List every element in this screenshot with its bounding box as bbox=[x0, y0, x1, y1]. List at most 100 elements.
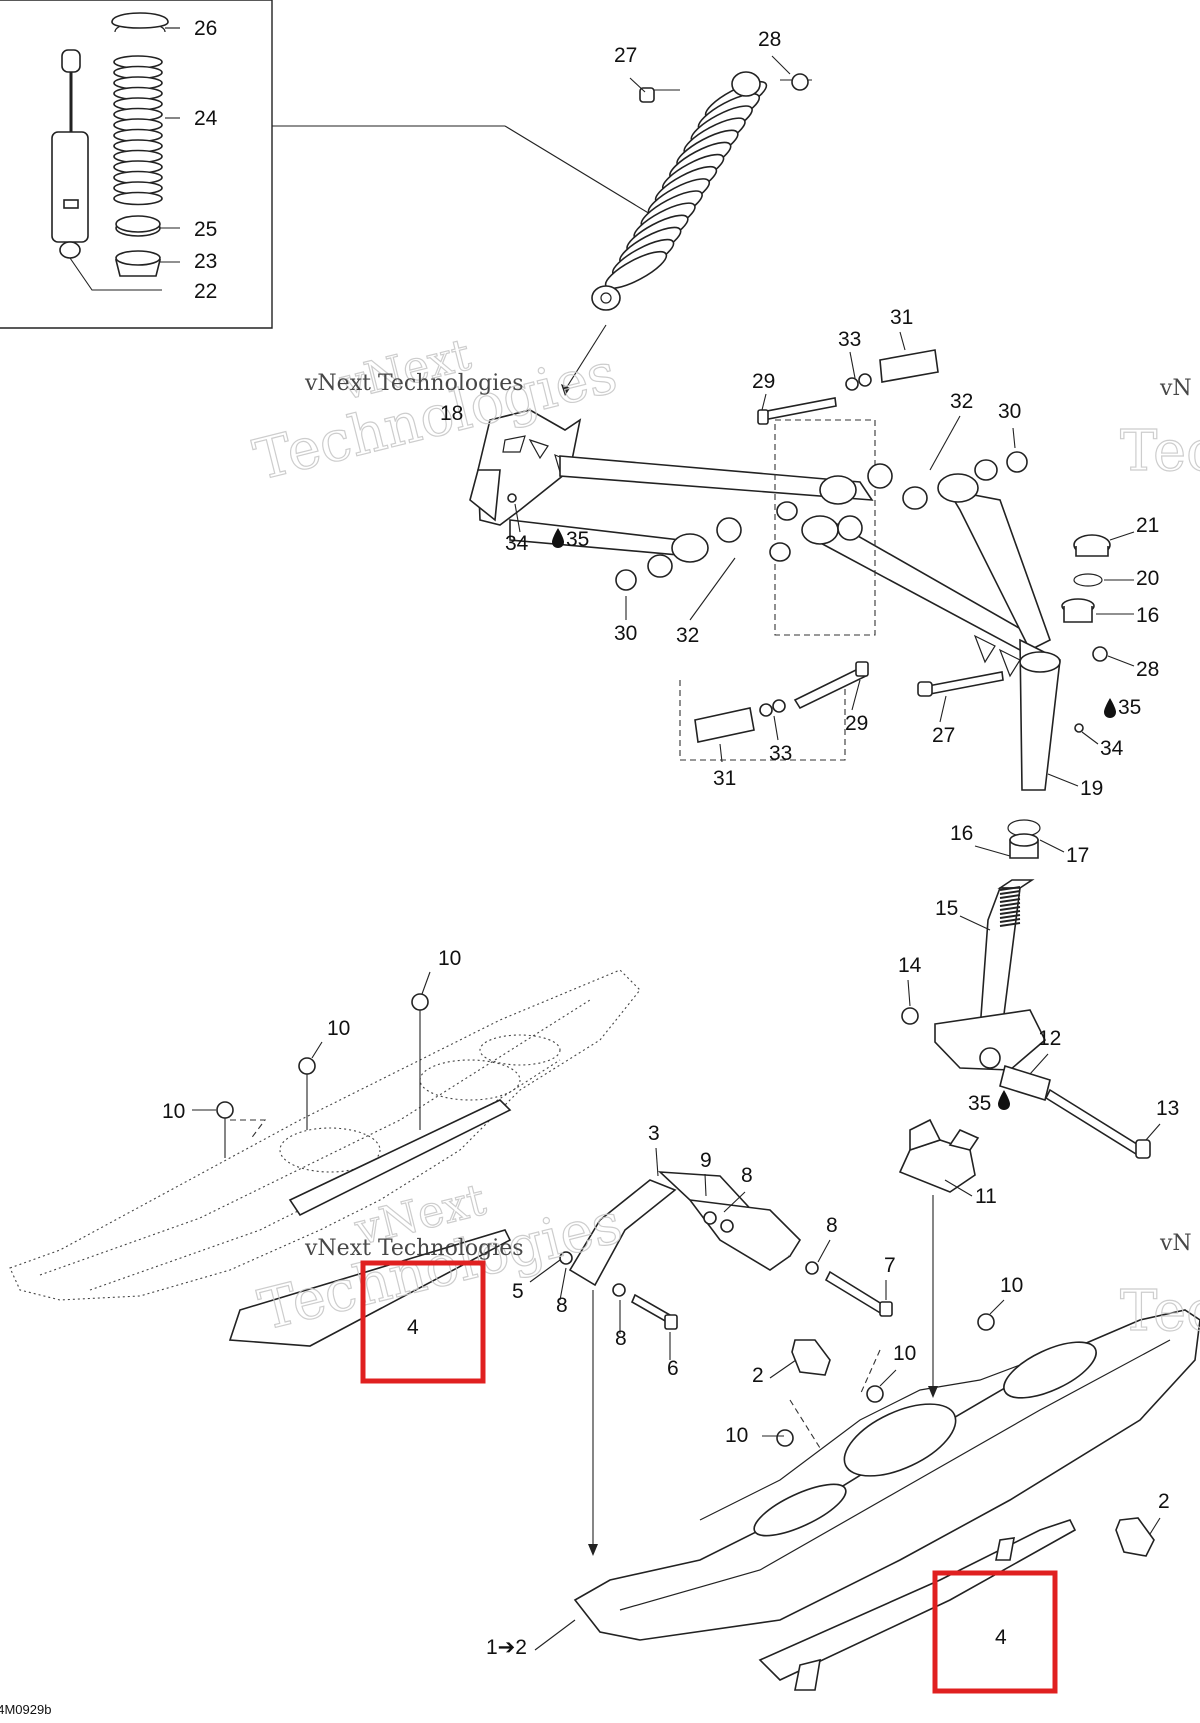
axle-12-13 bbox=[999, 1064, 1151, 1159]
leader-line bbox=[311, 1041, 323, 1059]
leader-line bbox=[939, 695, 947, 723]
leader-line bbox=[421, 971, 431, 995]
callout-c29b: 29 bbox=[845, 712, 868, 735]
callout-c8a: 8 bbox=[741, 1164, 753, 1187]
callout-c8d: 8 bbox=[615, 1327, 627, 1350]
leader-line bbox=[1047, 773, 1079, 787]
leader-line bbox=[1039, 839, 1065, 853]
spring-seat-25 bbox=[115, 215, 180, 237]
nut-28 bbox=[791, 73, 809, 91]
callout-c17: 17 bbox=[1066, 844, 1089, 867]
callout-c27a: 27 bbox=[614, 44, 637, 67]
callout-c12: 12 bbox=[1038, 1027, 1061, 1050]
watermark-line: vNext Technologies bbox=[304, 1236, 524, 1261]
leader-line bbox=[851, 679, 861, 711]
leader-line bbox=[959, 915, 991, 931]
callout-c25: 25 bbox=[194, 218, 217, 241]
leader-line bbox=[1029, 1053, 1049, 1075]
leader-line bbox=[989, 1299, 1005, 1315]
leader-line bbox=[689, 557, 736, 621]
ski-stop-11 bbox=[898, 1118, 980, 1398]
callout-c9: 9 bbox=[700, 1149, 712, 1172]
callout-c31b: 31 bbox=[713, 767, 736, 790]
bolt-27-lower bbox=[917, 671, 1004, 697]
callout-c6: 6 bbox=[667, 1357, 679, 1380]
watermark-line: vNext Technologies bbox=[304, 371, 524, 396]
callout-c8b: 8 bbox=[826, 1214, 838, 1237]
callout-c8c: 8 bbox=[556, 1294, 568, 1317]
callout-c32a: 32 bbox=[950, 390, 973, 413]
leader-line bbox=[929, 415, 961, 471]
bolt-27 bbox=[639, 87, 655, 103]
callout-c4b: 4 bbox=[995, 1626, 1007, 1649]
callout-c18: 18 bbox=[440, 402, 463, 425]
callout-c26: 26 bbox=[194, 17, 217, 40]
watermark-line: vN bbox=[1159, 376, 1192, 401]
a-arm-assembly bbox=[469, 349, 1111, 791]
leader-line bbox=[559, 1267, 567, 1301]
watermark: vNext Technologies vNext Technologies Te… bbox=[247, 329, 1200, 1345]
callout-c23: 23 bbox=[194, 250, 217, 273]
callout-c22: 22 bbox=[194, 280, 217, 303]
callout-c7: 7 bbox=[884, 1254, 896, 1277]
leader-line bbox=[879, 1369, 897, 1387]
ski-1 bbox=[573, 1290, 1200, 1691]
watermark-line: Tec bbox=[1120, 419, 1200, 484]
callout-c31a: 31 bbox=[890, 306, 913, 329]
callout-c34a: 34 bbox=[505, 532, 529, 555]
axle-29-bottom bbox=[694, 661, 869, 743]
callout-c10e: 10 bbox=[893, 1342, 916, 1365]
callout-c35c: 35 bbox=[968, 1092, 991, 1115]
front-shock-assembly bbox=[561, 71, 812, 396]
callout-c16b: 16 bbox=[950, 822, 973, 845]
shock-absorber-22 bbox=[51, 49, 162, 291]
callout-c2b: 2 bbox=[1158, 1490, 1170, 1513]
nut-30 bbox=[615, 451, 1028, 591]
callout-c16a: 16 bbox=[1136, 604, 1159, 627]
callout-c10c: 10 bbox=[162, 1100, 185, 1123]
bushing-16-top bbox=[1061, 598, 1095, 623]
a-arm-18 bbox=[469, 409, 874, 563]
drawing-code: 24M0929b bbox=[0, 1702, 51, 1717]
adjuster-ring-23 bbox=[114, 250, 180, 277]
leader-line bbox=[899, 331, 906, 351]
leader-line bbox=[849, 351, 856, 379]
callout-c5: 5 bbox=[512, 1280, 524, 1303]
callout-c10b: 10 bbox=[327, 1017, 350, 1040]
leader-line bbox=[1109, 531, 1135, 541]
highlight-box bbox=[932, 1570, 1058, 1694]
spindle-15 bbox=[901, 819, 1046, 1071]
callout-c34b: 34 bbox=[1100, 737, 1124, 760]
leader-line bbox=[761, 393, 767, 411]
callout-c27b: 27 bbox=[932, 724, 955, 747]
callout-c24: 24 bbox=[194, 107, 218, 130]
leader-line bbox=[974, 845, 1011, 857]
watermark-line: Tec bbox=[1120, 1279, 1200, 1344]
callout-c12to2: 1➔2 bbox=[486, 1636, 527, 1659]
leader-line bbox=[1149, 1517, 1161, 1535]
callout-c29a: 29 bbox=[752, 370, 775, 393]
callout-c15: 15 bbox=[935, 897, 958, 920]
callout-c21: 21 bbox=[1136, 514, 1159, 537]
leader-line bbox=[773, 715, 779, 741]
oil-drop-icon bbox=[552, 528, 1116, 1110]
leader-line bbox=[534, 1619, 576, 1651]
callout-c4a: 4 bbox=[407, 1316, 419, 1339]
callout-c35a: 35 bbox=[566, 528, 589, 551]
ski-leg-3 bbox=[559, 1171, 893, 1330]
leader-line bbox=[514, 503, 521, 533]
coil-spring-24 bbox=[111, 12, 180, 206]
nut-28-lower bbox=[1092, 646, 1108, 662]
leader-line bbox=[629, 77, 646, 93]
a-arm-19 bbox=[801, 473, 1061, 791]
bushings-32 bbox=[647, 459, 998, 578]
callout-c14: 14 bbox=[898, 954, 922, 977]
callout-c10a: 10 bbox=[438, 947, 461, 970]
leader-line bbox=[907, 979, 911, 1007]
leader-line bbox=[529, 1259, 561, 1283]
leader-line bbox=[655, 1147, 659, 1177]
leader-line bbox=[1145, 1123, 1161, 1141]
